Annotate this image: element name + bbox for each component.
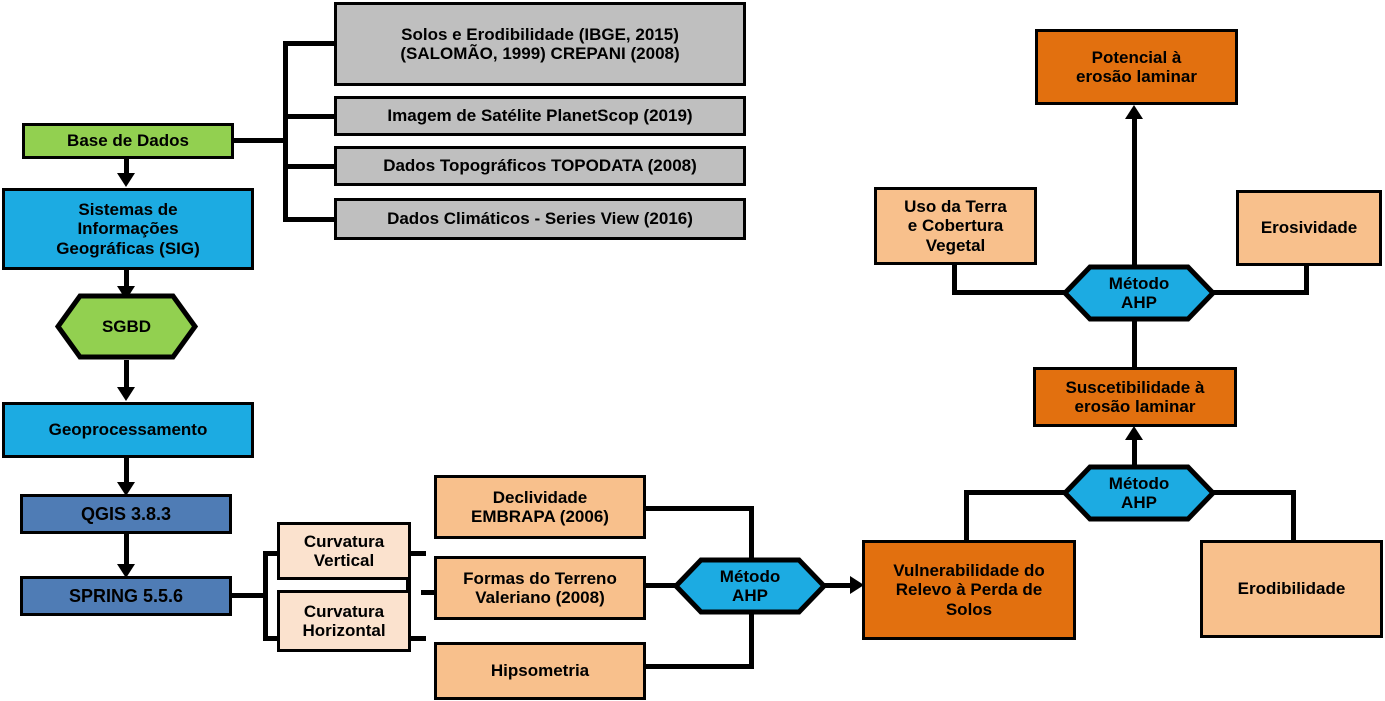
node-sig[interactable]: Sistemas de Informações Geográficas (SIG… [2, 188, 254, 270]
node-metodo-ahp-terreno[interactable]: Método AHP [673, 557, 827, 615]
arrowhead-ahp-to-suscetibilidade [1125, 426, 1143, 440]
hexagon-shape-ahp-suscetibilidade [1062, 464, 1216, 522]
node-potencial-erosao-laminar[interactable]: Potencial à erosão laminar [1035, 29, 1238, 105]
connector-declividade-out [644, 506, 754, 511]
connector-uso-terra-down [952, 263, 957, 293]
arrowhead-ahp-to-vulnerabilidade [850, 576, 864, 594]
connector-ahp-to-vulnerabilidade [822, 583, 854, 588]
connector-sgbd-to-geo [124, 360, 129, 389]
node-hipsometria[interactable]: Hipsometria [434, 642, 646, 700]
connector-vulnerabilidade-up [964, 493, 969, 542]
node-sgbd[interactable]: SGBD [55, 293, 198, 360]
hexagon-shape-ahp-potencial [1062, 264, 1216, 322]
connector-spring-stub [232, 593, 267, 598]
connector-hipsometria-up [749, 608, 754, 669]
connector-erodibilidade-up [1291, 493, 1296, 542]
node-metodo-ahp-suscetibilidade[interactable]: Método AHP [1062, 464, 1216, 522]
connector-base-stub [233, 138, 288, 143]
node-solos-erodibilidade[interactable]: Solos e Erodibilidade (IBGE, 2015) (SALO… [334, 2, 746, 86]
node-vulnerabilidade[interactable]: Vulnerabilidade do Relevo à Perda de Sol… [862, 540, 1076, 640]
connector-hipsometria-out [644, 664, 754, 669]
node-dados-topograficos[interactable]: Dados Topográficos TOPODATA (2008) [334, 146, 746, 186]
connector-base-to-sig [124, 159, 129, 175]
connector-vulnerabilidade-right [964, 490, 1069, 495]
branch-to-topodata [283, 164, 336, 169]
node-metodo-ahp-potencial-label: Método AHP [1108, 273, 1170, 312]
connector-ahp-to-suscetibilidade [1132, 437, 1137, 467]
node-erodibilidade[interactable]: Erodibilidade [1200, 540, 1383, 638]
connector-qgis-to-spring [124, 534, 129, 566]
branch-to-solos [283, 41, 336, 46]
arrowhead-base-to-sig [117, 173, 135, 187]
branch-to-curvatura-horizontal [263, 636, 283, 641]
connector-sig-to-sgbd [124, 270, 129, 288]
arrowhead-sgbd-to-geo [117, 387, 135, 401]
node-uso-da-terra[interactable]: Uso da Terra e Cobertura Vegetal [874, 187, 1037, 265]
arrowhead-geo-to-qgis [117, 482, 135, 496]
connector-declividade-down [749, 506, 754, 564]
node-curvatura-vertical[interactable]: Curvatura Vertical [277, 522, 411, 580]
node-curvatura-horizontal[interactable]: Curvatura Horizontal [277, 590, 411, 652]
bracket-spine-sources [283, 44, 288, 222]
node-metodo-ahp-potencial[interactable]: Método AHP [1062, 264, 1216, 322]
node-suscetibilidade[interactable]: Suscetibilidade à erosão laminar [1033, 367, 1237, 427]
branch-curvatura-vertical-out [406, 551, 426, 556]
node-declividade[interactable]: Declividade EMBRAPA (2006) [434, 475, 646, 539]
connector-erosividade-left [1208, 290, 1309, 295]
node-spring[interactable]: SPRING 5.5.6 [20, 576, 232, 616]
node-geoprocessamento[interactable]: Geoprocessamento [2, 402, 254, 458]
connector-ahp-to-potencial [1132, 118, 1137, 268]
arrowhead-qgis-to-spring [117, 564, 135, 578]
node-metodo-ahp-terreno-label: Método AHP [719, 566, 781, 605]
node-qgis[interactable]: QGIS 3.8.3 [20, 494, 232, 534]
arrowhead-ahp-to-potencial [1125, 105, 1143, 119]
hexagon-shape-sgbd [55, 293, 198, 360]
branch-to-curvatura-vertical [263, 551, 283, 556]
node-imagem-satelite[interactable]: Imagem de Satélite PlanetScop (2019) [334, 96, 746, 136]
node-base-de-dados[interactable]: Base de Dados [22, 123, 234, 159]
connector-curvatura-to-formas [421, 590, 443, 595]
bracket-spine-curvatura-left [263, 551, 268, 641]
connector-erodibilidade-left [1208, 490, 1296, 495]
connector-formas-out [644, 583, 679, 588]
node-erosividade[interactable]: Erosividade [1236, 190, 1382, 266]
node-metodo-ahp-suscetibilidade-label: Método AHP [1108, 473, 1170, 512]
node-formas-terreno[interactable]: Formas do Terreno Valeriano (2008) [434, 556, 646, 620]
branch-to-climaticos [283, 217, 336, 222]
connector-suscetibilidade-up [1132, 320, 1137, 368]
hexagon-shape-ahp-terreno [673, 557, 827, 615]
node-dados-climaticos[interactable]: Dados Climáticos - Series View (2016) [334, 198, 746, 240]
node-sgbd-label: SGBD [101, 316, 152, 336]
branch-curvatura-horizontal-out [406, 636, 426, 641]
branch-to-imagem-satelite [283, 114, 336, 119]
connector-erosividade-down [1304, 264, 1309, 293]
connector-geo-to-qgis [124, 458, 129, 484]
connector-uso-terra-right [952, 290, 1069, 295]
